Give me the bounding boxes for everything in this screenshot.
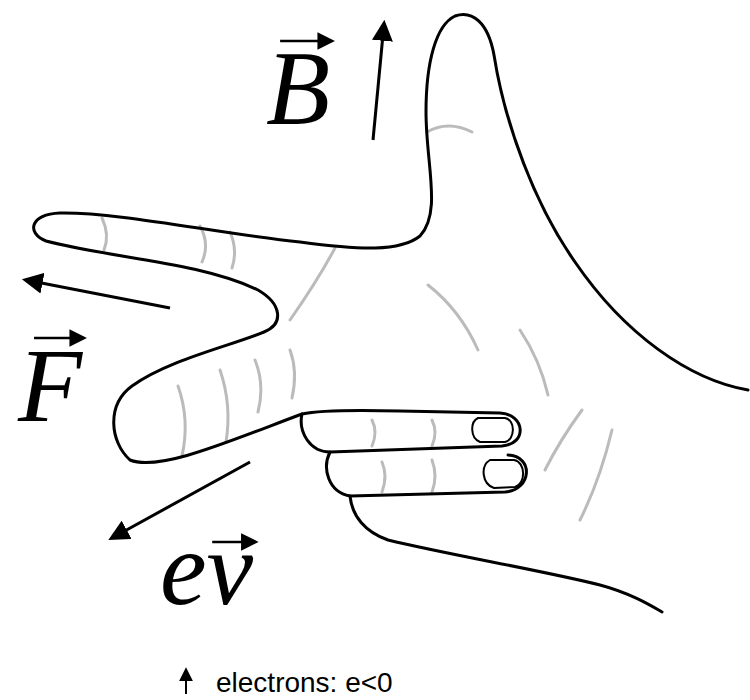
note-text: electrons: e<0 — [216, 669, 393, 697]
pointer-arrow — [185, 670, 187, 694]
field-symbol: B — [266, 36, 330, 141]
force-arrow — [26, 280, 170, 308]
force-symbol: F — [18, 333, 82, 438]
field-arrow — [373, 24, 384, 140]
skin-creases — [102, 126, 612, 520]
velocity-symbol: ev — [160, 516, 253, 621]
hand-outline — [34, 15, 748, 612]
